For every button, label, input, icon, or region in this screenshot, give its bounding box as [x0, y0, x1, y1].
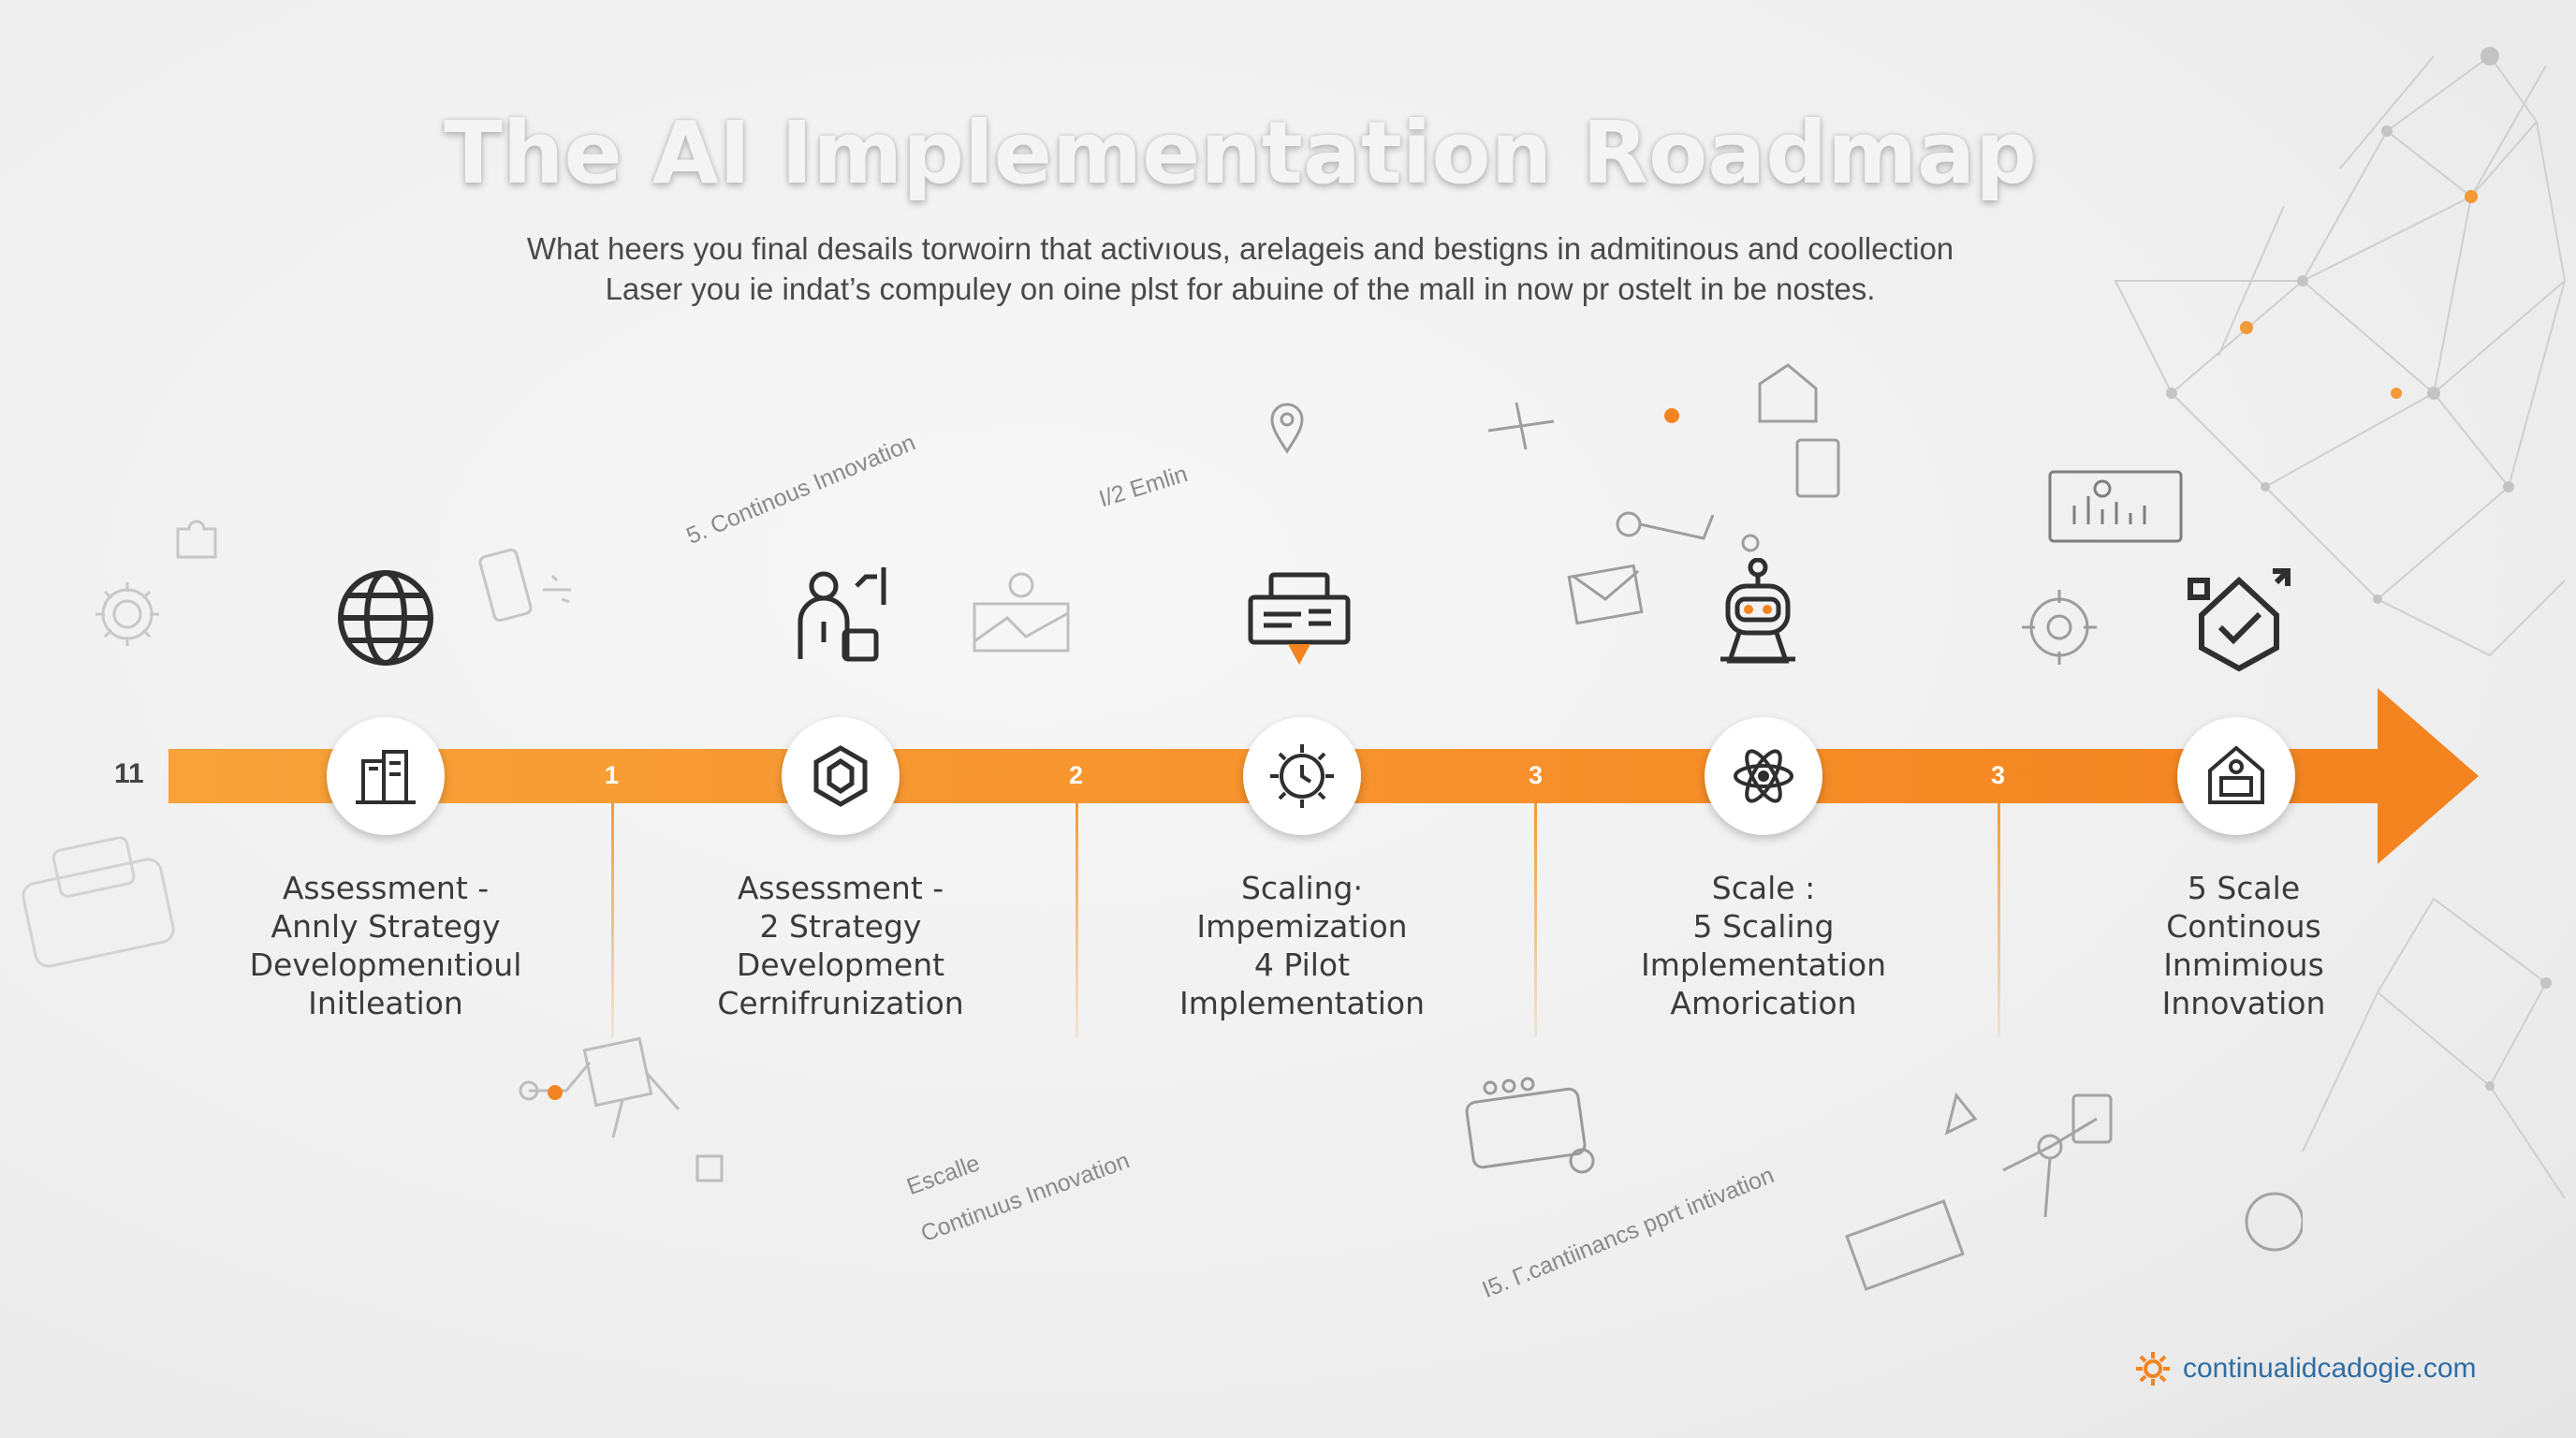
note-bottom-right: I5. Γ.cantiinancs pprt intivation	[1478, 1162, 1778, 1304]
connector-line	[611, 803, 614, 1037]
globe-icon	[338, 570, 433, 666]
connector-line	[1534, 803, 1537, 1037]
printer-icon	[1248, 572, 1351, 665]
dashboard-panel-icon	[2048, 470, 2183, 543]
timeline-start-label: 11	[114, 758, 144, 789]
puzzle-icon	[176, 520, 217, 559]
presenter-icon	[798, 567, 886, 662]
stage-label-4: Scale : 5 Scaling Implementation Amorica…	[1640, 870, 1887, 1021]
gear-clock-icon	[1270, 744, 1334, 808]
sun-gear-icon	[2136, 1352, 2170, 1386]
subtitle-line-2: Laser you ie indat’s compuley on oine pl…	[605, 271, 1876, 306]
stage-label-1: Assessment - Annly Strategy Developmenıt…	[249, 870, 522, 1021]
atom-gear-icon	[1734, 749, 1793, 803]
timeline-arrowhead	[2378, 688, 2479, 864]
connector-number: 2	[1069, 761, 1084, 789]
network-mesh-decoration	[2114, 47, 2567, 1199]
target-icon	[2022, 590, 2097, 665]
gear-icon	[95, 582, 159, 646]
subtitle-line-1: What heers you final desails torwoirn th…	[526, 231, 1954, 266]
flow-sketch-icon	[519, 1036, 724, 1182]
page-title: The AI Implementation Roadmap	[444, 103, 2037, 203]
stage-label-5: 5 Scale Continous Inmimious Innovation	[2161, 870, 2326, 1021]
map-sketch-icon	[973, 572, 1070, 653]
robot-icon	[1720, 558, 1795, 664]
device-outline-icon	[22, 836, 175, 968]
home-server-icon	[2208, 745, 2264, 804]
stage-node-2[interactable]	[782, 717, 900, 835]
brand-text: continualidcadogie.com	[2183, 1353, 2477, 1384]
connector-line	[1076, 803, 1078, 1037]
stage-node-4[interactable]	[1705, 717, 1822, 835]
connector-line	[1998, 803, 2000, 1037]
stage-label-3: Scaling· Impemization 4 Pilot Implementa…	[1178, 870, 1426, 1021]
stage-node-3[interactable]	[1243, 717, 1361, 835]
location-pin-icon	[1270, 403, 1304, 454]
stage-label-2: Assessment - 2 Strategy Development Cern…	[717, 870, 964, 1021]
cluster-sketch-icon	[1487, 363, 1840, 625]
document-stack-icon	[356, 750, 416, 804]
hexagon-cycle-icon	[813, 745, 868, 807]
connector-number: 3	[1991, 761, 2006, 789]
stage-node-5[interactable]	[2177, 717, 2295, 835]
brand-footer[interactable]: continualidcadogie.com	[2134, 1350, 2477, 1387]
shield-house-icon	[2188, 568, 2291, 672]
stage-node-1[interactable]	[327, 717, 445, 835]
note-top-left: 5. Continous Innovation	[682, 429, 920, 550]
connector-number: 1	[605, 761, 620, 789]
bottom-right-sketch-icon	[1845, 1092, 2303, 1291]
connector-number: 3	[1529, 761, 1544, 789]
phone-sketch-icon	[478, 548, 571, 623]
note-bottom-escalle: Escalle	[903, 1150, 984, 1201]
chat-bubble-icon	[1465, 1077, 1595, 1174]
note-top-mid: I/2 Emlin	[1095, 461, 1191, 513]
